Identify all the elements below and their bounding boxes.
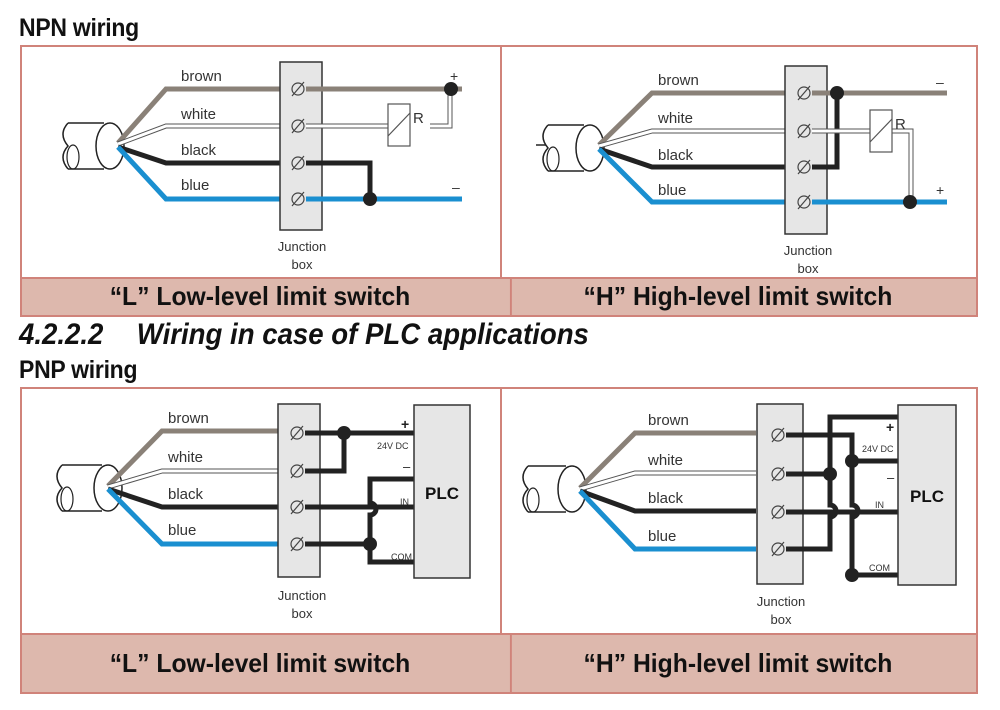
junction-dot: [444, 82, 458, 96]
terminal-sign-top: +: [450, 68, 458, 84]
junction-box-label: box: [798, 261, 819, 276]
npn-low-level-diagram: brown white black blue R + – Junction bo…: [62, 61, 462, 272]
plc-box: [897, 404, 957, 586]
cable-icon: [536, 124, 605, 172]
pnp-high-level-diagram: brown white black blue PLC + 24V DC – IN…: [522, 403, 957, 627]
plc-supply-label: 24V DC: [377, 441, 409, 451]
junction-dot: [363, 537, 377, 551]
terminal-screw-icon: [290, 425, 304, 552]
junction-dot: [363, 192, 377, 206]
relay-label: R: [413, 110, 424, 127]
npn-wiring-heading: NPN wiring: [19, 14, 139, 42]
plc-supply-label: 24V DC: [862, 444, 894, 454]
wire-label-brown: brown: [658, 72, 699, 89]
wire-brown: [116, 86, 282, 145]
caption-low-level: “L” Low-level limit switch: [109, 648, 411, 678]
wire-label-white: white: [657, 110, 693, 127]
plc-label: PLC: [425, 484, 459, 503]
wire-label-white: white: [167, 449, 203, 466]
plc-plus-sign: +: [886, 419, 894, 435]
terminal-screw-icon: [291, 81, 305, 207]
wire-label-black: black: [648, 490, 684, 507]
terminal-sign-bottom: –: [452, 179, 460, 195]
plc-box: [413, 404, 471, 579]
npn-caption-row: “L” Low-level limit switch “H” High-leve…: [22, 277, 976, 315]
junction-dot: [845, 454, 859, 468]
junction-box-label: Junction: [278, 588, 326, 603]
plc-common-label: COM: [869, 563, 890, 573]
junction-dot: [337, 426, 351, 440]
terminal-screw-icon: [797, 85, 811, 210]
relay-label: R: [895, 116, 906, 133]
wire-label-blue: blue: [648, 528, 676, 545]
relay-icon: [869, 109, 893, 153]
plc-input-label: IN: [875, 500, 884, 510]
wire-blue: [116, 145, 282, 202]
wire-label-blue: blue: [168, 522, 196, 539]
wire-label-brown: brown: [168, 410, 209, 427]
wire-label-blue: blue: [181, 177, 209, 194]
wire-label-blue: blue: [658, 182, 686, 199]
wire-label-brown: brown: [181, 68, 222, 85]
relay-icon: [387, 103, 411, 147]
junction-box: [756, 403, 804, 585]
wire-label-black: black: [181, 142, 217, 159]
junction-dot: [845, 568, 859, 582]
junction-box-label: box: [771, 612, 792, 627]
pnp-low-level-diagram: brown white black blue PLC + 24V DC – IN…: [56, 403, 471, 621]
caption-low-level: “L” Low-level limit switch: [109, 281, 411, 311]
plc-wiring: [305, 430, 414, 565]
plc-minus-sign: –: [403, 459, 411, 474]
junction-box-label: Junction: [278, 239, 326, 254]
npn-wiring-frame: brown white black blue R + – Junction bo…: [20, 45, 978, 317]
wire-label-white: white: [180, 106, 216, 123]
plc-label: PLC: [910, 487, 944, 506]
wire-black: [117, 144, 282, 166]
junction-box-label: box: [292, 257, 313, 272]
cable-icon: [522, 465, 587, 513]
wire-label-black: black: [168, 486, 204, 503]
junction-dot: [830, 86, 844, 100]
wire-label-brown: brown: [648, 412, 689, 429]
section-title: Wiring in case of PLC applications: [136, 318, 589, 351]
wire-label-black: black: [658, 147, 694, 164]
junction-box-label: box: [292, 606, 313, 621]
pnp-caption-row: “L” Low-level limit switch “H” High-leve…: [22, 633, 976, 692]
panel-divider: [500, 47, 502, 315]
panel-divider: [500, 389, 502, 692]
junction-box-label: Junction: [784, 243, 832, 258]
caption-high-level: “H” High-level limit switch: [509, 279, 964, 315]
terminal-screw-icon: [771, 427, 785, 557]
plc-common-label: COM: [391, 552, 412, 562]
junction-dot: [903, 195, 917, 209]
caption-high-level: “H” High-level limit switch: [509, 635, 964, 692]
terminal-sign-bottom: +: [936, 182, 944, 198]
plc-plus-sign: +: [401, 416, 409, 432]
plc-wiring: [786, 414, 898, 578]
junction-dot: [823, 467, 837, 481]
terminal-sign-top: –: [936, 74, 944, 90]
npn-high-level-diagram: brown white black blue R – + Junction bo…: [536, 65, 947, 276]
cable-icon: [62, 122, 125, 170]
pnp-wiring-heading: PNP wiring: [19, 356, 138, 384]
section-heading: 4.2.2.2 Wiring in case of PLC application…: [19, 318, 589, 352]
plc-minus-sign: –: [887, 470, 895, 485]
plc-input-label: IN: [400, 497, 409, 507]
section-number: 4.2.2.2: [19, 318, 104, 351]
pnp-wiring-frame: brown white black blue PLC + 24V DC – IN…: [20, 387, 978, 694]
wire-label-white: white: [647, 452, 683, 469]
junction-box-label: Junction: [757, 594, 805, 609]
